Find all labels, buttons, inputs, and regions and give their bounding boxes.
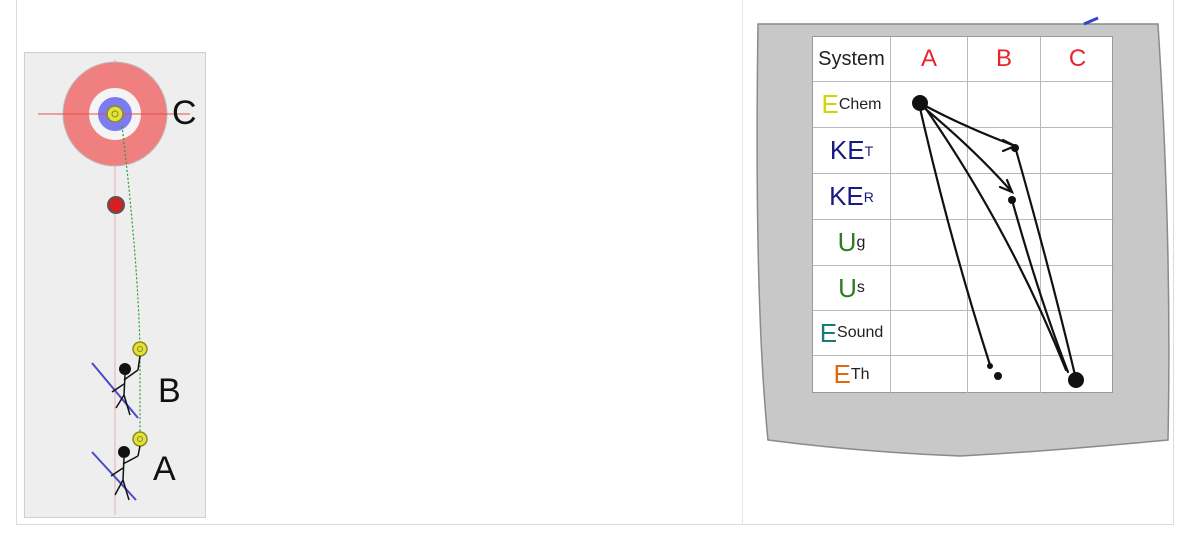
table-cell [1041, 356, 1114, 393]
position-label-b: B [158, 372, 181, 410]
row-superscript: s [856, 279, 865, 296]
table-cell [891, 356, 968, 393]
table-header-system: System [813, 37, 891, 82]
row-symbol: U [838, 272, 857, 303]
table-cell [891, 128, 968, 174]
table-cell [1041, 174, 1114, 220]
table-cell [968, 82, 1041, 128]
table-cell [1041, 82, 1114, 128]
row-superscript: Th [850, 365, 870, 383]
row-superscript: g [856, 233, 866, 251]
table-cell [968, 128, 1041, 174]
row-symbol: E [819, 317, 838, 348]
table-cell [891, 266, 968, 311]
table-cell [1041, 220, 1114, 266]
table-cell [891, 82, 968, 128]
table-cell [891, 311, 968, 356]
column-header-b: B [968, 37, 1041, 82]
red-stone [107, 196, 125, 214]
table-cell [891, 220, 968, 266]
table-cell [1041, 311, 1114, 356]
table-cell [968, 220, 1041, 266]
panel-divider [742, 0, 743, 525]
row-symbol: U [837, 227, 857, 257]
table-cell [968, 174, 1041, 220]
table-cell [891, 174, 968, 220]
table-cell [1041, 266, 1114, 311]
target-stone-c [106, 105, 124, 123]
row-symbol: E [833, 359, 851, 389]
position-label-a: A [153, 450, 176, 488]
row-subscript: R [863, 188, 874, 205]
row-superscript: Chem [838, 95, 882, 113]
table-cell [1041, 128, 1114, 174]
curler-b-figure [91, 355, 141, 419]
row-symbol: E [821, 89, 839, 119]
column-header-c: C [1041, 37, 1114, 82]
column-header-a: A [891, 37, 968, 82]
stone-path [121, 125, 141, 440]
position-label-c: C [172, 94, 197, 132]
row-superscript: Sound [837, 324, 884, 341]
table-cell [968, 266, 1041, 311]
row-symbol: KE [829, 181, 864, 211]
table-cell [968, 356, 1041, 393]
table-cell [968, 311, 1041, 356]
row-symbol: KE [829, 135, 865, 165]
curler-a-figure [91, 445, 141, 501]
row-subscript: T [864, 142, 874, 159]
